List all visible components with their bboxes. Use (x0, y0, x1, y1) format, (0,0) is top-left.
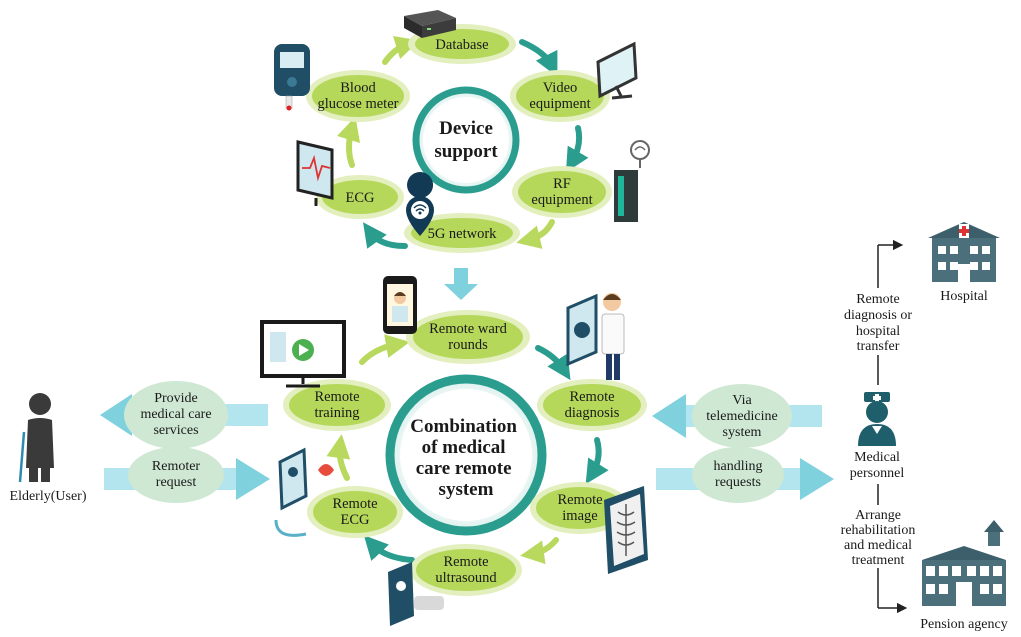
node-ecg: ECG (316, 175, 404, 219)
elderly-user-icon (18, 393, 54, 483)
ecg-monitor-icon (296, 140, 334, 206)
medical-personnel-icon (858, 392, 896, 446)
hospital-label: Hospital (940, 289, 988, 304)
glucose-meter-icon (274, 44, 310, 111)
hospital-building-icon (928, 222, 1000, 282)
remote-system-label: Combination of medical care remote syste… (410, 416, 521, 500)
hospital-connector (877, 239, 904, 385)
database-server-icon (404, 10, 456, 38)
pension-agency-label: Pension agency (920, 617, 1007, 632)
doctor-figure-icon (566, 293, 625, 380)
svg-text:ECG: ECG (346, 190, 376, 206)
elderly-user-label: Elderly(User) (10, 489, 87, 504)
training-monitor-icon (260, 320, 346, 388)
flow-arrow-down (444, 268, 478, 300)
svg-text:5G network: 5G network (428, 226, 498, 242)
remote-cycle-arrows (326, 334, 609, 565)
svg-text:Database: Database (435, 37, 488, 53)
pension-connector (877, 484, 908, 614)
location-wifi-icon (406, 172, 434, 236)
remote-system-hub: Combination of medical care remote syste… (385, 374, 547, 536)
video-monitor-icon (596, 41, 638, 100)
smartphone-doctor-icon (383, 276, 417, 334)
xray-tablet-icon (604, 486, 648, 574)
device-cycle-arrows (337, 36, 589, 249)
pension-building-icon (922, 520, 1006, 606)
node-5g-network: 5G network (404, 213, 520, 253)
ultrasound-tablet-icon (388, 562, 444, 626)
rf-equipment-icon (614, 140, 650, 222)
tablet-ecg-icon (274, 447, 334, 537)
